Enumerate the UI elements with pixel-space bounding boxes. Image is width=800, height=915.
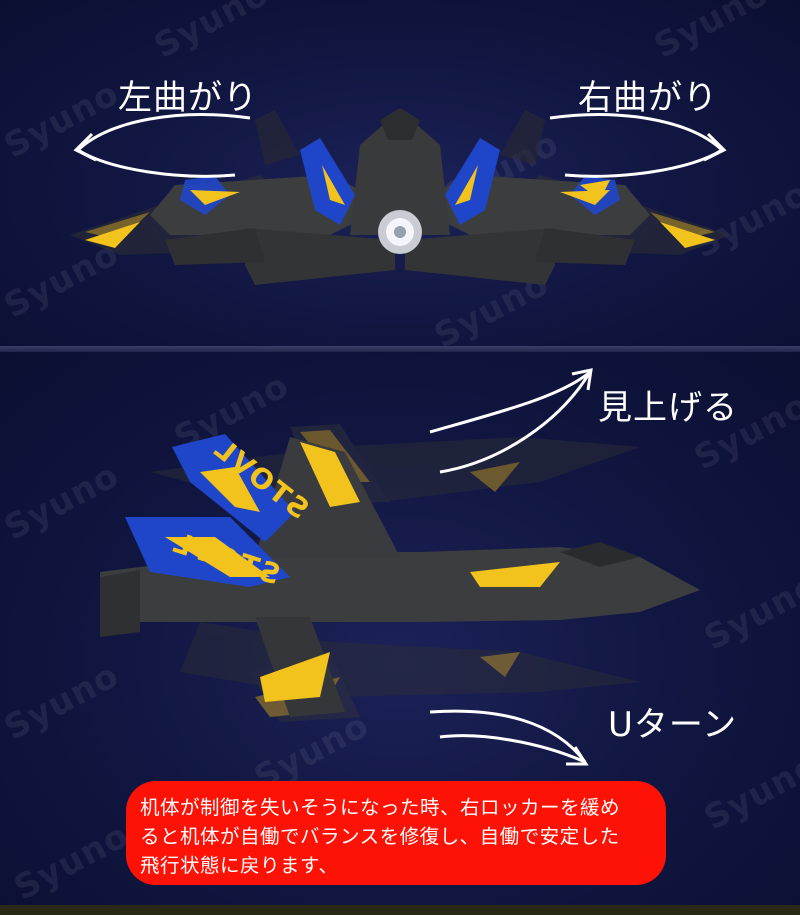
callout-line-1: 机体が制御を失いそうになった時、右ロッカーを緩め <box>140 796 621 819</box>
panel-divider <box>0 346 800 352</box>
bottom-strip <box>0 905 800 915</box>
right-turn-label: 右曲がり <box>578 78 718 118</box>
pitch-up-label: 見上げる <box>598 388 738 428</box>
pitch-arrows <box>429 368 593 766</box>
u-turn-label: Uターン <box>608 705 738 745</box>
curved-arrow-uturn-icon <box>429 709 589 766</box>
front-jet-illustration <box>70 108 730 285</box>
callout-line-3: 飛行状態に戻ります、 <box>140 854 339 877</box>
turn-arrows <box>73 113 727 178</box>
callout-line-2: ると机体が自働でバランスを修復し、自働で安定した <box>140 825 620 848</box>
left-turn-label: 左曲がり <box>118 78 258 118</box>
top-panel: Syuno Syuno Syuno Syuno Syuno Syuno Syun… <box>0 0 800 346</box>
curved-arrow-right-icon <box>549 113 727 178</box>
curved-arrow-up-icon <box>429 368 593 474</box>
curved-arrow-left-icon <box>73 113 251 178</box>
stabilization-callout: 机体が制御を失いそうになった時、右ロッカーを緩め ると机体が自働でバランスを修復… <box>126 781 666 885</box>
side-jet-illustration <box>100 424 700 722</box>
